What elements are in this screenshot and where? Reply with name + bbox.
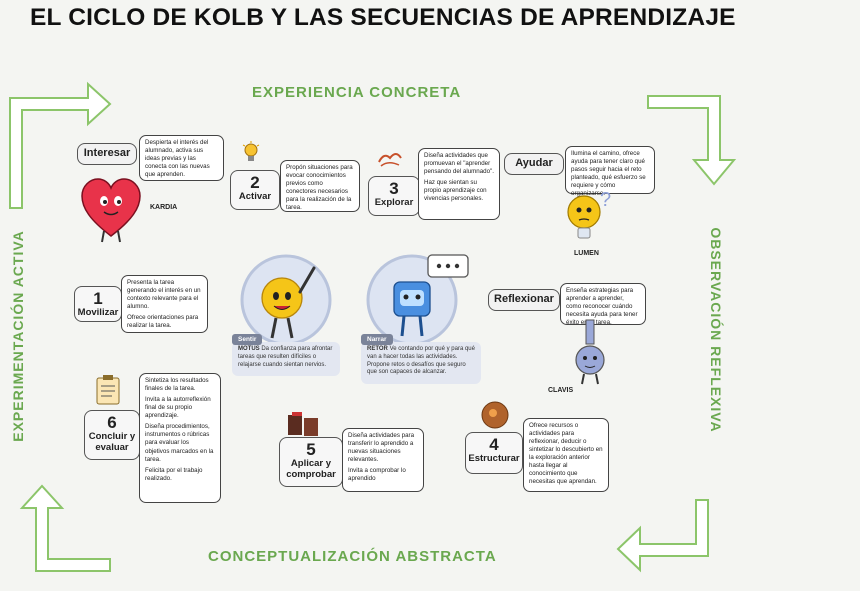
step-6-label: Concluir y evaluar: [88, 431, 136, 453]
step-3-number: 3: [389, 179, 399, 198]
clavis-name: CLAVIS: [548, 387, 574, 394]
step-1-label: Movilizar: [77, 307, 119, 318]
cards-icon: [288, 412, 318, 436]
page-title: EL CICLO DE KOLB Y LAS SECUENCIAS DE APR…: [30, 4, 736, 31]
phase-left-label: EXPERIMENTACIÓN ACTIVA: [10, 230, 26, 442]
step-5-label: Aplicar y comprobar: [286, 458, 336, 480]
interesar-description: Despierta el interés del alumnado, activ…: [139, 135, 224, 181]
cycle-arrow-bottom-right: [616, 499, 709, 573]
retor-text: Ve contando por qué y para qué van a hac…: [367, 346, 475, 376]
step-2-number: 2: [250, 173, 260, 192]
motus-card: MOTUS Da confianza para afrontar tareas …: [232, 342, 340, 376]
phase-right-label: OBSERVACIÓN REFLEXIVA: [708, 227, 724, 433]
phase-top-label: EXPERIENCIA CONCRETA: [252, 84, 462, 101]
motus-tag: Sentir: [232, 334, 263, 345]
svg-text:?: ?: [600, 190, 611, 211]
retor-card: RETOR Ve contando por qué y para qué van…: [361, 342, 481, 384]
cycle-arrow-bottom-left: [19, 484, 111, 572]
step-4-estructurar: 4 Estructurar: [465, 432, 523, 474]
step-1-movilizar: 1 Movilizar: [74, 286, 122, 322]
retor-character: [366, 254, 469, 346]
step-4-description: Ofrece recursos o actividades para refle…: [523, 418, 609, 492]
motus-character: [240, 254, 332, 346]
step-1-description: Presenta la tarea generando el interés e…: [121, 275, 208, 333]
step-3-description: Diseña actividades que promuevan el "apr…: [418, 148, 500, 220]
lumen-character: ?: [567, 190, 611, 239]
step-6-description: Sintetiza los resultados finales de la t…: [139, 373, 221, 503]
lumen-name: LUMEN: [574, 250, 599, 257]
step-5-number: 5: [306, 440, 316, 459]
explore-icon: [378, 153, 402, 167]
reflexionar-label: Reflexionar: [488, 289, 560, 311]
step-2-activar: 2 Activar: [230, 170, 280, 210]
retor-tag: Narrar: [361, 334, 393, 345]
lightbulb-icon: [242, 141, 260, 161]
step-6-concluir: 6 Concluir y evaluar: [84, 410, 140, 460]
clipboard-icon: [96, 375, 120, 405]
ayudar-description: Ilumina el camino, ofrece ayuda para ten…: [565, 146, 655, 197]
ayudar-label: Ayudar: [504, 153, 564, 175]
head-gears-icon: [481, 401, 509, 429]
cycle-arrow-top-right: [647, 95, 737, 186]
phase-bottom-label: CONCEPTUALIZACIÓN ABSTRACTA: [208, 548, 497, 565]
step-3-explorar: 3 Explorar: [368, 176, 420, 216]
motus-name: MOTUS: [238, 346, 260, 352]
kardia-name: KARDIA: [150, 204, 178, 211]
step-5-aplicar: 5 Aplicar y comprobar: [279, 437, 343, 487]
kardia-character: [81, 178, 141, 243]
step-2-label: Activar: [238, 191, 272, 202]
retor-name: RETOR: [367, 346, 388, 352]
step-4-number: 4: [489, 435, 499, 454]
step-4-label: Estructurar: [468, 453, 520, 464]
cycle-arrow-top-left: [9, 81, 112, 209]
step-1-number: 1: [93, 289, 103, 308]
step-6-number: 6: [107, 413, 117, 432]
step-3-label: Explorar: [374, 197, 414, 208]
motus-text: Da confianza para afrontar tareas que re…: [238, 346, 333, 368]
step-2-description: Propón situaciones para evocar conocimie…: [280, 160, 360, 212]
clavis-character: [575, 319, 605, 385]
step-5-description: Diseña actividades para transferir lo ap…: [342, 428, 424, 492]
interesar-label: Interesar: [77, 143, 137, 165]
